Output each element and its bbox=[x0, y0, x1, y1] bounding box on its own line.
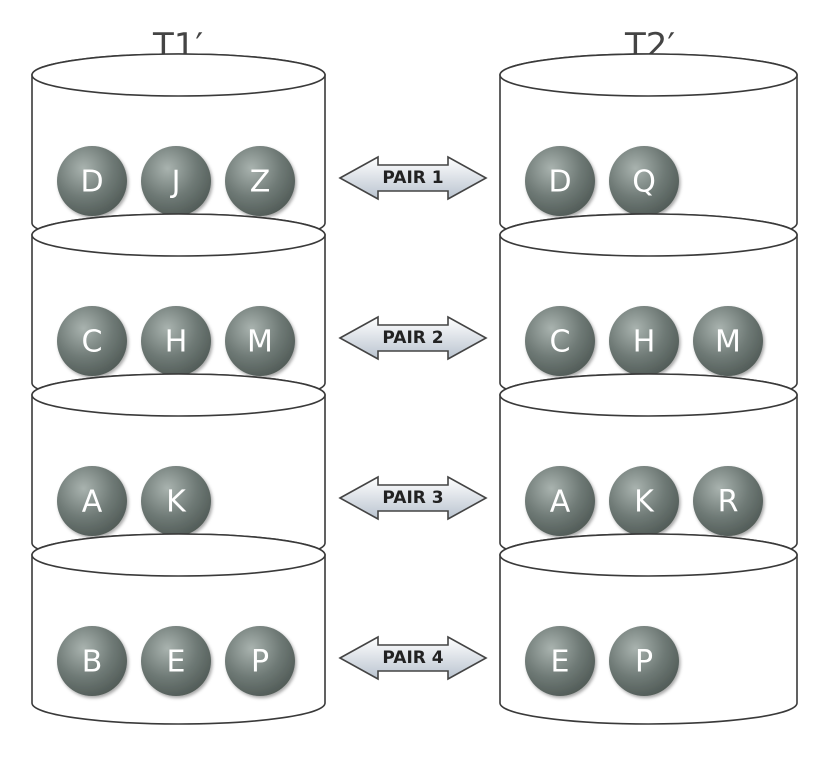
pair-label: PAIR 3 bbox=[382, 488, 443, 508]
data-node-label: J bbox=[170, 165, 181, 200]
data-node-circle bbox=[609, 146, 679, 216]
data-node-circle bbox=[609, 466, 679, 536]
data-node-circle bbox=[609, 306, 679, 376]
pair-arrow-3: PAIR 3 bbox=[338, 475, 488, 521]
data-node-circle bbox=[141, 466, 211, 536]
data-node: K bbox=[141, 466, 211, 536]
data-node-label: H bbox=[633, 325, 656, 360]
pair-arrow-1: PAIR 1 bbox=[338, 155, 488, 201]
data-node-circle bbox=[57, 626, 127, 696]
data-node-label: H bbox=[165, 325, 188, 360]
data-node-label: C bbox=[82, 325, 103, 360]
data-node-circle bbox=[525, 466, 595, 536]
disk-top bbox=[31, 373, 326, 417]
data-node-label: A bbox=[550, 485, 571, 520]
data-node-label: B bbox=[82, 645, 103, 680]
data-node-label: K bbox=[634, 485, 655, 520]
disk-top bbox=[499, 373, 798, 417]
data-node: C bbox=[525, 306, 595, 376]
data-node: A bbox=[525, 466, 595, 536]
double-arrow-icon bbox=[338, 635, 488, 681]
data-node-label: P bbox=[251, 645, 269, 680]
data-node: M bbox=[693, 306, 763, 376]
data-node-circle bbox=[609, 626, 679, 696]
data-node-circle bbox=[693, 306, 763, 376]
double-arrow-icon bbox=[338, 475, 488, 521]
data-node-label: C bbox=[550, 325, 571, 360]
data-node-label: M bbox=[715, 325, 741, 360]
data-node-label: E bbox=[551, 645, 570, 680]
data-node: J bbox=[141, 146, 211, 216]
pair-label: PAIR 2 bbox=[382, 328, 443, 348]
data-node-label: D bbox=[548, 165, 571, 200]
disk-top bbox=[499, 213, 798, 257]
double-arrow-icon bbox=[338, 315, 488, 361]
pair-arrow-4: PAIR 4 bbox=[338, 635, 488, 681]
data-node-label: A bbox=[82, 485, 103, 520]
data-node-circle bbox=[225, 146, 295, 216]
disk-top bbox=[499, 533, 798, 577]
data-node-circle bbox=[141, 626, 211, 696]
data-node-label: Z bbox=[250, 165, 271, 200]
disk-top bbox=[31, 53, 326, 97]
data-node: H bbox=[141, 306, 211, 376]
data-node: P bbox=[225, 626, 295, 696]
data-node: R bbox=[693, 466, 763, 536]
data-node: P bbox=[609, 626, 679, 696]
data-node-circle bbox=[141, 306, 211, 376]
data-node-label: R bbox=[718, 485, 739, 520]
data-node-circle bbox=[57, 306, 127, 376]
pair-label: PAIR 1 bbox=[382, 168, 443, 188]
data-node-circle bbox=[693, 466, 763, 536]
data-node-label: P bbox=[635, 645, 653, 680]
pair-arrow-2: PAIR 2 bbox=[338, 315, 488, 361]
disk-top bbox=[499, 53, 798, 97]
data-node: K bbox=[609, 466, 679, 536]
data-node-circle bbox=[225, 306, 295, 376]
data-node: E bbox=[141, 626, 211, 696]
disk-top bbox=[31, 213, 326, 257]
data-node: C bbox=[57, 306, 127, 376]
data-node-circle bbox=[141, 146, 211, 216]
data-node: A bbox=[57, 466, 127, 536]
data-node-circle bbox=[525, 146, 595, 216]
data-node-label: K bbox=[166, 485, 187, 520]
data-node: M bbox=[225, 306, 295, 376]
pair-label: PAIR 4 bbox=[382, 648, 443, 668]
data-node: Q bbox=[609, 146, 679, 216]
data-node-circle bbox=[525, 626, 595, 696]
data-node: E bbox=[525, 626, 595, 696]
data-node-circle bbox=[57, 146, 127, 216]
data-node-circle bbox=[57, 466, 127, 536]
data-node-circle bbox=[525, 306, 595, 376]
data-node: D bbox=[525, 146, 595, 216]
pair-arrows: PAIR 1 PAIR 2 PAIR 3 PAIR 4 bbox=[338, 155, 488, 681]
data-node-label: Q bbox=[632, 165, 656, 200]
data-node-label: E bbox=[167, 645, 186, 680]
data-node: Z bbox=[225, 146, 295, 216]
data-node-label: D bbox=[80, 165, 103, 200]
data-node-label: M bbox=[247, 325, 273, 360]
double-arrow-icon bbox=[338, 155, 488, 201]
data-node: D bbox=[57, 146, 127, 216]
disk-top bbox=[31, 533, 326, 577]
data-node-circle bbox=[225, 626, 295, 696]
data-node: H bbox=[609, 306, 679, 376]
data-node: B bbox=[57, 626, 127, 696]
